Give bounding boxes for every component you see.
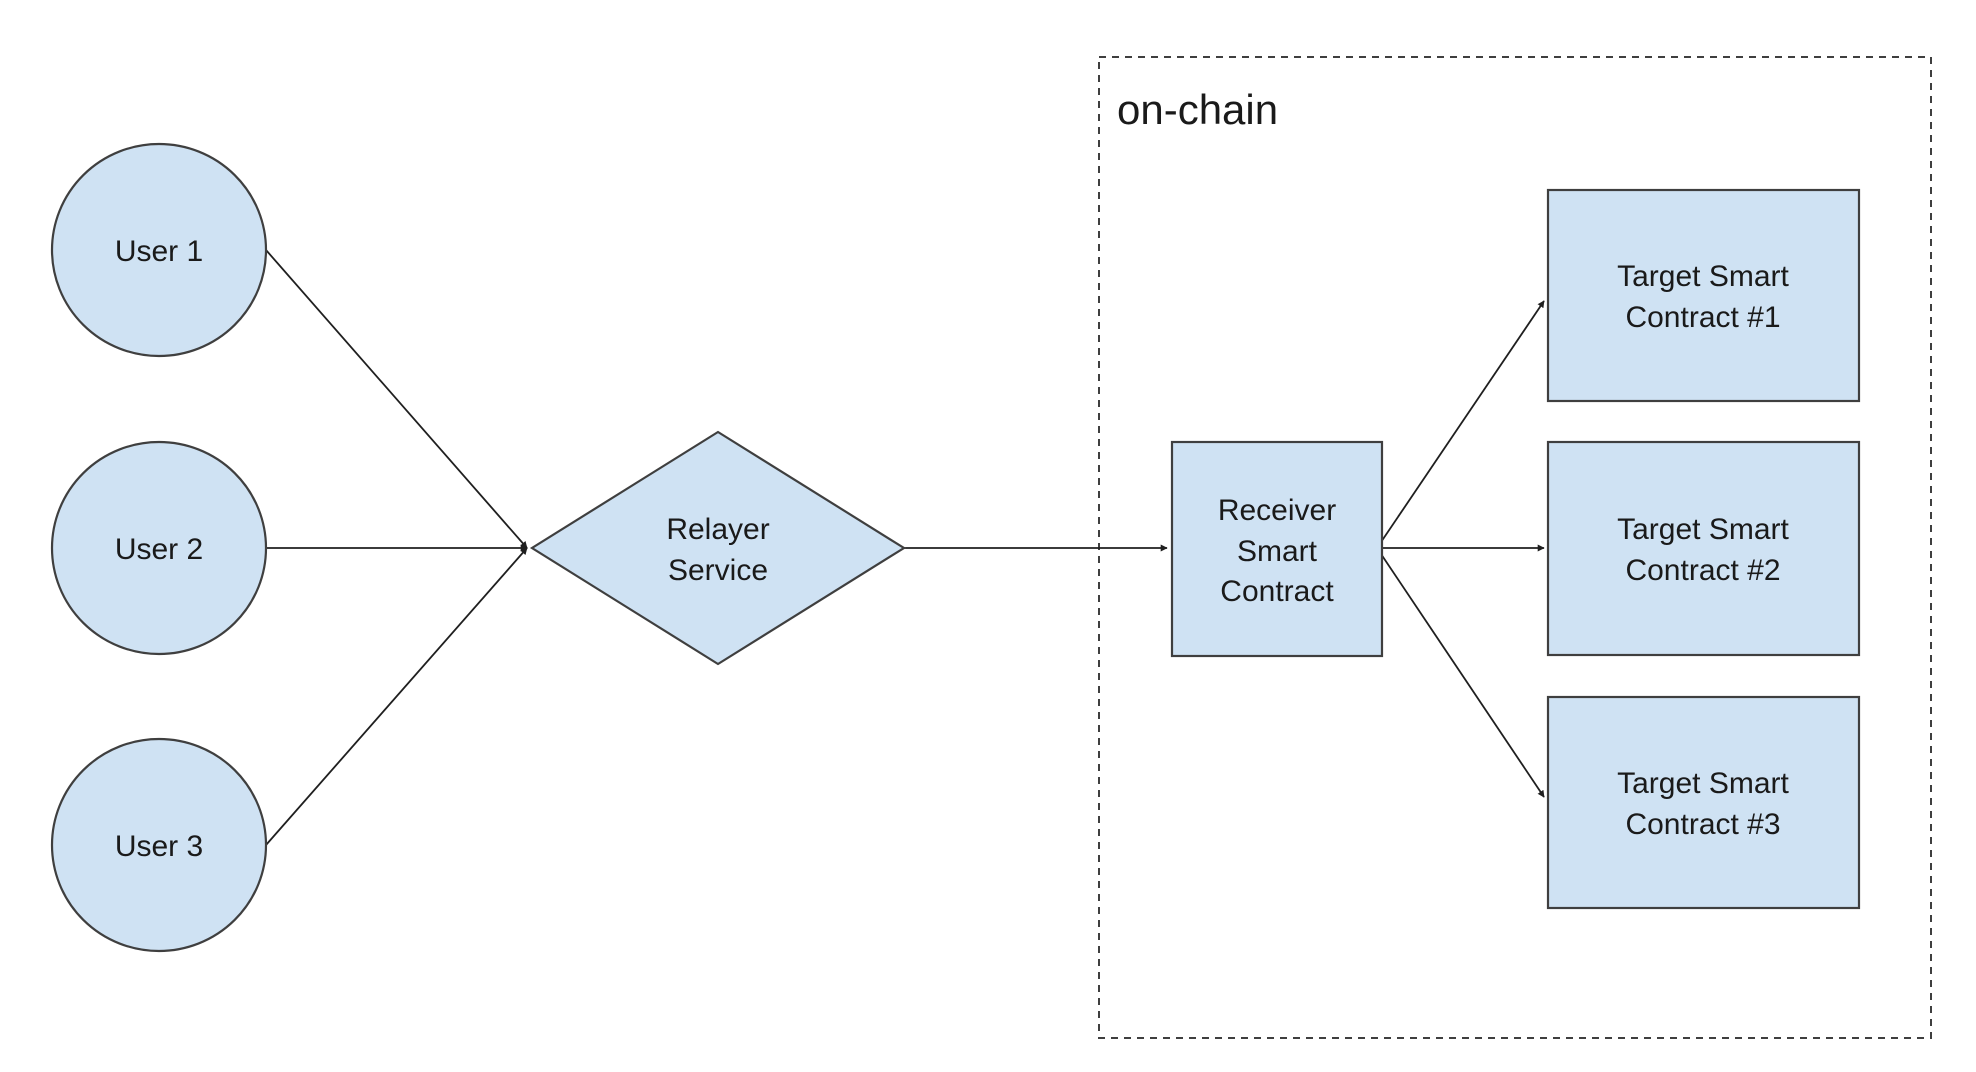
- receiver-label-line-1: Receiver: [1218, 494, 1336, 527]
- target-1-label-line-1: Target Smart: [1617, 260, 1789, 293]
- target-1-box: [1546, 188, 1861, 403]
- user-1-circle: [50, 142, 268, 358]
- target-2-label-line-2: Contract #2: [1625, 554, 1780, 587]
- edges: [265, 249, 1545, 846]
- user-3-circle: [50, 737, 268, 953]
- receiver-label-line-2: Smart: [1237, 535, 1318, 568]
- target-2-label-line-1: Target Smart: [1617, 513, 1789, 546]
- node-target-smart-contract-1: Target Smart Contract #1: [1546, 188, 1861, 403]
- receiver-label-line-3: Contract: [1220, 575, 1334, 608]
- node-receiver-smart-contract: Receiver Smart Contract: [1170, 440, 1384, 658]
- edge-user1-to-relayer: [265, 249, 528, 549]
- edge-user3-to-relayer: [265, 547, 528, 846]
- target-1-label-line-2: Contract #1: [1625, 301, 1780, 334]
- user-3-label: User 3: [115, 830, 203, 863]
- target-3-label-line-1: Target Smart: [1617, 767, 1789, 800]
- relayer-service-label-line-1: Relayer: [666, 513, 769, 546]
- user-1-label: User 1: [115, 235, 203, 268]
- user-2-circle: [50, 440, 268, 656]
- target-3-box: [1546, 695, 1861, 910]
- node-target-smart-contract-3: Target Smart Contract #3: [1546, 695, 1861, 910]
- node-target-smart-contract-2: Target Smart Contract #2: [1546, 440, 1861, 657]
- user-2-label: User 2: [115, 533, 203, 566]
- receiver-smart-contract-box: [1170, 440, 1384, 658]
- node-user-2: User 2: [50, 440, 268, 656]
- on-chain-label: on-chain: [1117, 86, 1278, 133]
- node-user-3: User 3: [50, 737, 268, 953]
- node-relayer-service: Relayer Service: [529, 430, 907, 666]
- target-2-box: [1546, 440, 1861, 657]
- node-user-1: User 1: [50, 142, 268, 358]
- target-3-label-line-2: Contract #3: [1625, 808, 1780, 841]
- relayer-service-label-line-2: Service: [668, 554, 768, 587]
- edge-receiver-to-target1: [1376, 300, 1545, 549]
- relayer-service-diamond: [529, 430, 907, 666]
- edge-receiver-to-target3: [1376, 547, 1545, 798]
